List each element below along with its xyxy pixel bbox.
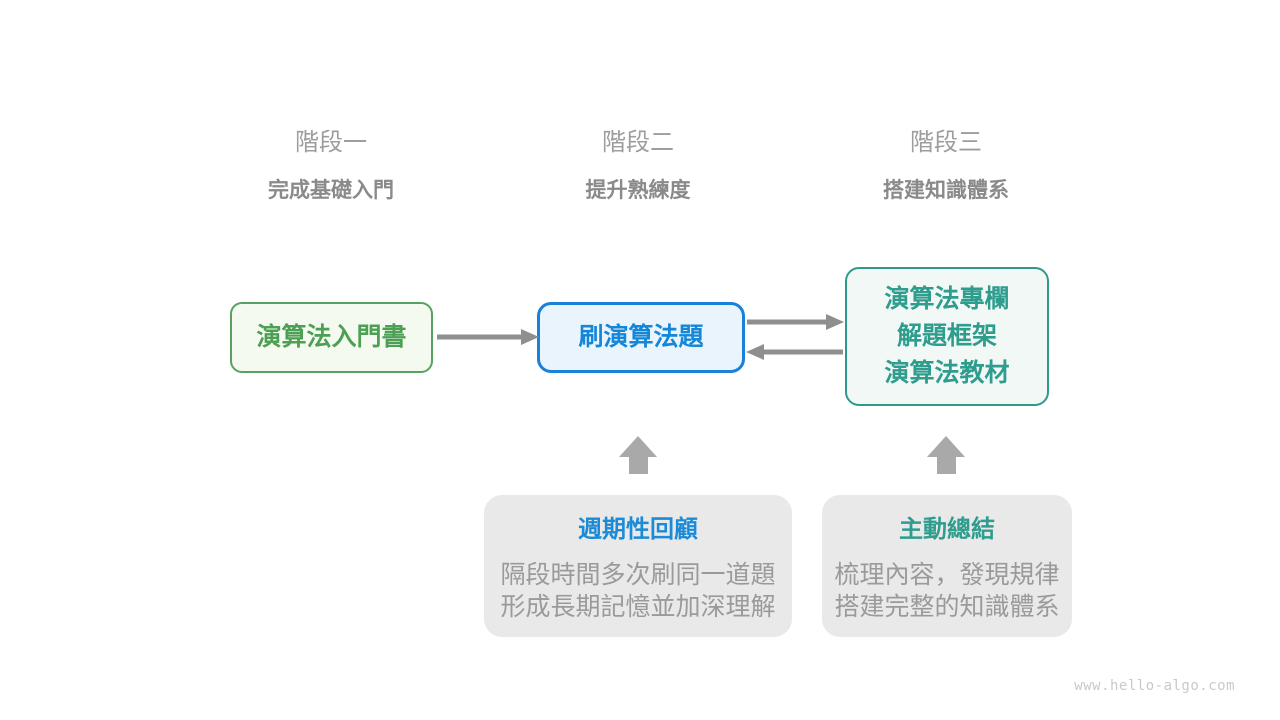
- stage-2-label: 階段二: [602, 129, 674, 156]
- stage-column-2: 階段二 提升熟練度: [488, 130, 788, 203]
- callout-summary-line-2: 搭建完整的知識體系: [834, 593, 1060, 621]
- node-drill-problems-label: 刷演算法題: [578, 323, 704, 351]
- stage-1-label: 階段一: [295, 129, 367, 156]
- callout-review-line-1: 隔段時間多次刷同一道題: [500, 561, 776, 589]
- stage-3-label: 階段三: [910, 129, 982, 156]
- block-up-arrow-summarize: [927, 436, 965, 474]
- stage-column-1: 階段一 完成基礎入門: [181, 130, 481, 203]
- callout-review-line-2: 形成長期記憶並加深理解: [500, 593, 776, 621]
- stage-2-subtitle: 提升熟練度: [585, 179, 691, 202]
- callout-periodic-review: 週期性回顧 隔段時間多次刷同一道題 形成長期記憶並加深理解: [484, 495, 792, 637]
- callout-active-summary: 主動總結 梳理內容，發現規律 搭建完整的知識體系: [822, 495, 1072, 637]
- stage-3-subtitle: 搭建知識體系: [883, 179, 1009, 202]
- node-intro-book-label: 演算法入門書: [256, 323, 407, 351]
- node-resources-line-2: 解題框架: [896, 322, 997, 350]
- callout-summary-title: 主動總結: [899, 516, 995, 543]
- stage-column-3: 階段三 搭建知識體系: [796, 130, 1096, 203]
- node-knowledge-resources: 演算法專欄 解題框架 演算法教材: [845, 267, 1049, 406]
- node-resources-line-1: 演算法專欄: [884, 285, 1010, 313]
- callout-review-title: 週期性回顧: [578, 516, 698, 543]
- node-resources-line-3: 演算法教材: [884, 359, 1010, 387]
- arrow-stage1-to-stage2: [437, 329, 539, 345]
- node-drill-problems: 刷演算法題: [537, 302, 745, 373]
- arrow-stage2-to-stage3: [747, 314, 844, 330]
- site-watermark: www.hello-algo.com: [1074, 678, 1235, 694]
- arrow-stage3-to-stage2: [746, 344, 843, 360]
- callout-summary-line-1: 梳理內容，發現規律: [834, 561, 1060, 589]
- node-intro-book: 演算法入門書: [230, 302, 433, 373]
- block-up-arrow-review: [619, 436, 657, 474]
- stage-1-subtitle: 完成基礎入門: [268, 179, 394, 202]
